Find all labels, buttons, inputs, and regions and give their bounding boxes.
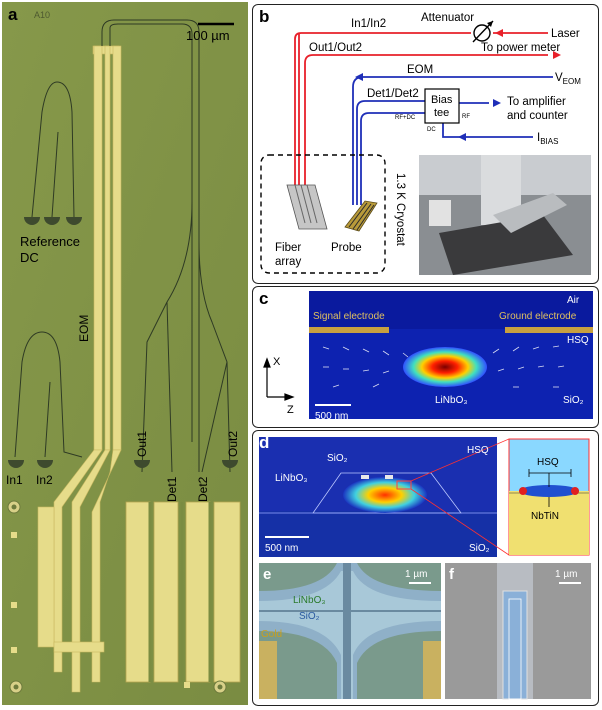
cryostat-box (260, 154, 386, 274)
probe-icon (344, 200, 378, 232)
label-d-sio2-bottom: SiO₂ (469, 543, 490, 554)
grating-couplers (8, 217, 238, 468)
panel-a-micrograph: a A10 100 µm Reference DC EOM In1 In2 Ou… (2, 2, 248, 705)
panel-e-letter: e (263, 566, 271, 583)
label-dc: DC (20, 250, 39, 265)
alignment-marks (7, 500, 227, 694)
label-air: Air (567, 295, 580, 306)
cryostat-photo (419, 155, 591, 275)
panel-b-setup-diagram: In1/In2 Attenuator Laser Out1/Out2 To po… (260, 12, 591, 275)
label-e-linbo3: LiNbO₃ (293, 595, 325, 606)
detector-pads (125, 501, 241, 683)
panel-f-letter: f (449, 566, 455, 583)
label-rf: RF (462, 114, 470, 120)
waveguides (14, 19, 231, 473)
label-in1: In1 (6, 473, 23, 487)
panel-a-letter: a (8, 5, 18, 24)
label-hsq: HSQ (567, 335, 589, 346)
label-dc: DC (427, 127, 436, 133)
label-fiber: Fiber (275, 242, 301, 254)
panel-c-letter: c (259, 289, 269, 308)
label-inset-nbtin: NbTiN (531, 511, 559, 522)
panel-c-scale-label: 500 nm (315, 411, 348, 422)
fiber-array-icon (286, 184, 328, 230)
label-cryostat: 1.3 K Cryostat (394, 173, 406, 247)
label-in2: In2 (36, 473, 53, 487)
bias-tee-box (424, 88, 460, 124)
panel-d-scale-label: 500 nm (265, 543, 298, 554)
label-det1-det2: Det1/Det2 (367, 88, 419, 100)
label-d-hsq: HSQ (467, 445, 489, 456)
label-attenuator: Attenuator (421, 12, 474, 24)
label-reference: Reference (20, 234, 80, 249)
label-det1: Det1 (165, 476, 179, 502)
panel-c: Air Signal electrode Ground electrode HS… (252, 286, 599, 428)
field-arrows (322, 345, 565, 388)
panel-c-mode-simulation: Air Signal electrode Ground electrode HS… (263, 291, 593, 422)
label-probe: Probe (331, 242, 362, 254)
label-to-power-meter: To power meter (481, 42, 560, 54)
label-v-eom: VEOM (555, 72, 581, 86)
label-to-amplifier: To amplifier (507, 96, 566, 108)
panel-e-scale-label: 1 µm (405, 569, 427, 580)
label-out1-out2: Out1/Out2 (309, 42, 362, 54)
panel-a-scale-label: 100 µm (186, 28, 230, 43)
label-in1-in2: In1/In2 (351, 18, 386, 30)
label-i-bias: IBIAS (537, 132, 558, 146)
label-axis-z: Z (287, 404, 294, 416)
label-e-gold: Gold (261, 629, 282, 640)
label-eom: EOM (407, 64, 433, 76)
label-laser: Laser (551, 28, 580, 40)
label-ground-electrode: Ground electrode (499, 311, 577, 322)
arrowheads (355, 29, 561, 141)
label-axis-x: X (273, 356, 281, 368)
label-and-counter: and counter (507, 110, 568, 122)
attenuator-icon (472, 20, 494, 43)
panel-f-micrograph (445, 563, 591, 700)
label-bias: Bias (431, 94, 453, 106)
label-e-sio2: SiO₂ (299, 611, 320, 622)
eom-electrodes (37, 45, 122, 693)
panel-e-micrograph (259, 563, 441, 699)
label-det2: Det2 (196, 476, 210, 502)
optical-lines (294, 32, 548, 185)
panel-f-scale-label: 1 µm (555, 569, 577, 580)
label-out2: Out2 (226, 431, 240, 457)
inset-zoom (508, 438, 590, 556)
axes-icon (263, 357, 295, 401)
panel-a: a A10 100 µm Reference DC EOM In1 In2 Ou… (2, 2, 248, 705)
panel-d-mode-simulation: SiO₂ HSQ LiNbO₃ 500 nm SiO₂ HSQ NbTiN Li… (259, 437, 591, 700)
label-tee: tee (434, 107, 449, 119)
chip-id: A10 (34, 10, 50, 20)
label-eom: EOM (77, 315, 91, 342)
label-array: array (275, 256, 301, 268)
label-inset-hsq: HSQ (537, 457, 559, 468)
label-signal-electrode: Signal electrode (313, 311, 385, 322)
panel-def: SiO₂ HSQ LiNbO₃ 500 nm SiO₂ HSQ NbTiN Li… (252, 430, 599, 706)
label-rf-dc: RF+DC (395, 115, 416, 121)
panel-d-letter: d (259, 433, 270, 452)
panel-b-letter: b (259, 7, 270, 26)
label-out1: Out1 (135, 431, 149, 457)
pad-dividers (148, 502, 212, 682)
label-sio2: SiO₂ (563, 395, 584, 406)
label-d-linbo3: LiNbO₃ (275, 473, 307, 484)
panel-b: In1/In2 Attenuator Laser Out1/Out2 To po… (252, 4, 599, 284)
label-linbo3: LiNbO₃ (435, 395, 467, 406)
label-d-sio2-top: SiO₂ (327, 453, 348, 464)
